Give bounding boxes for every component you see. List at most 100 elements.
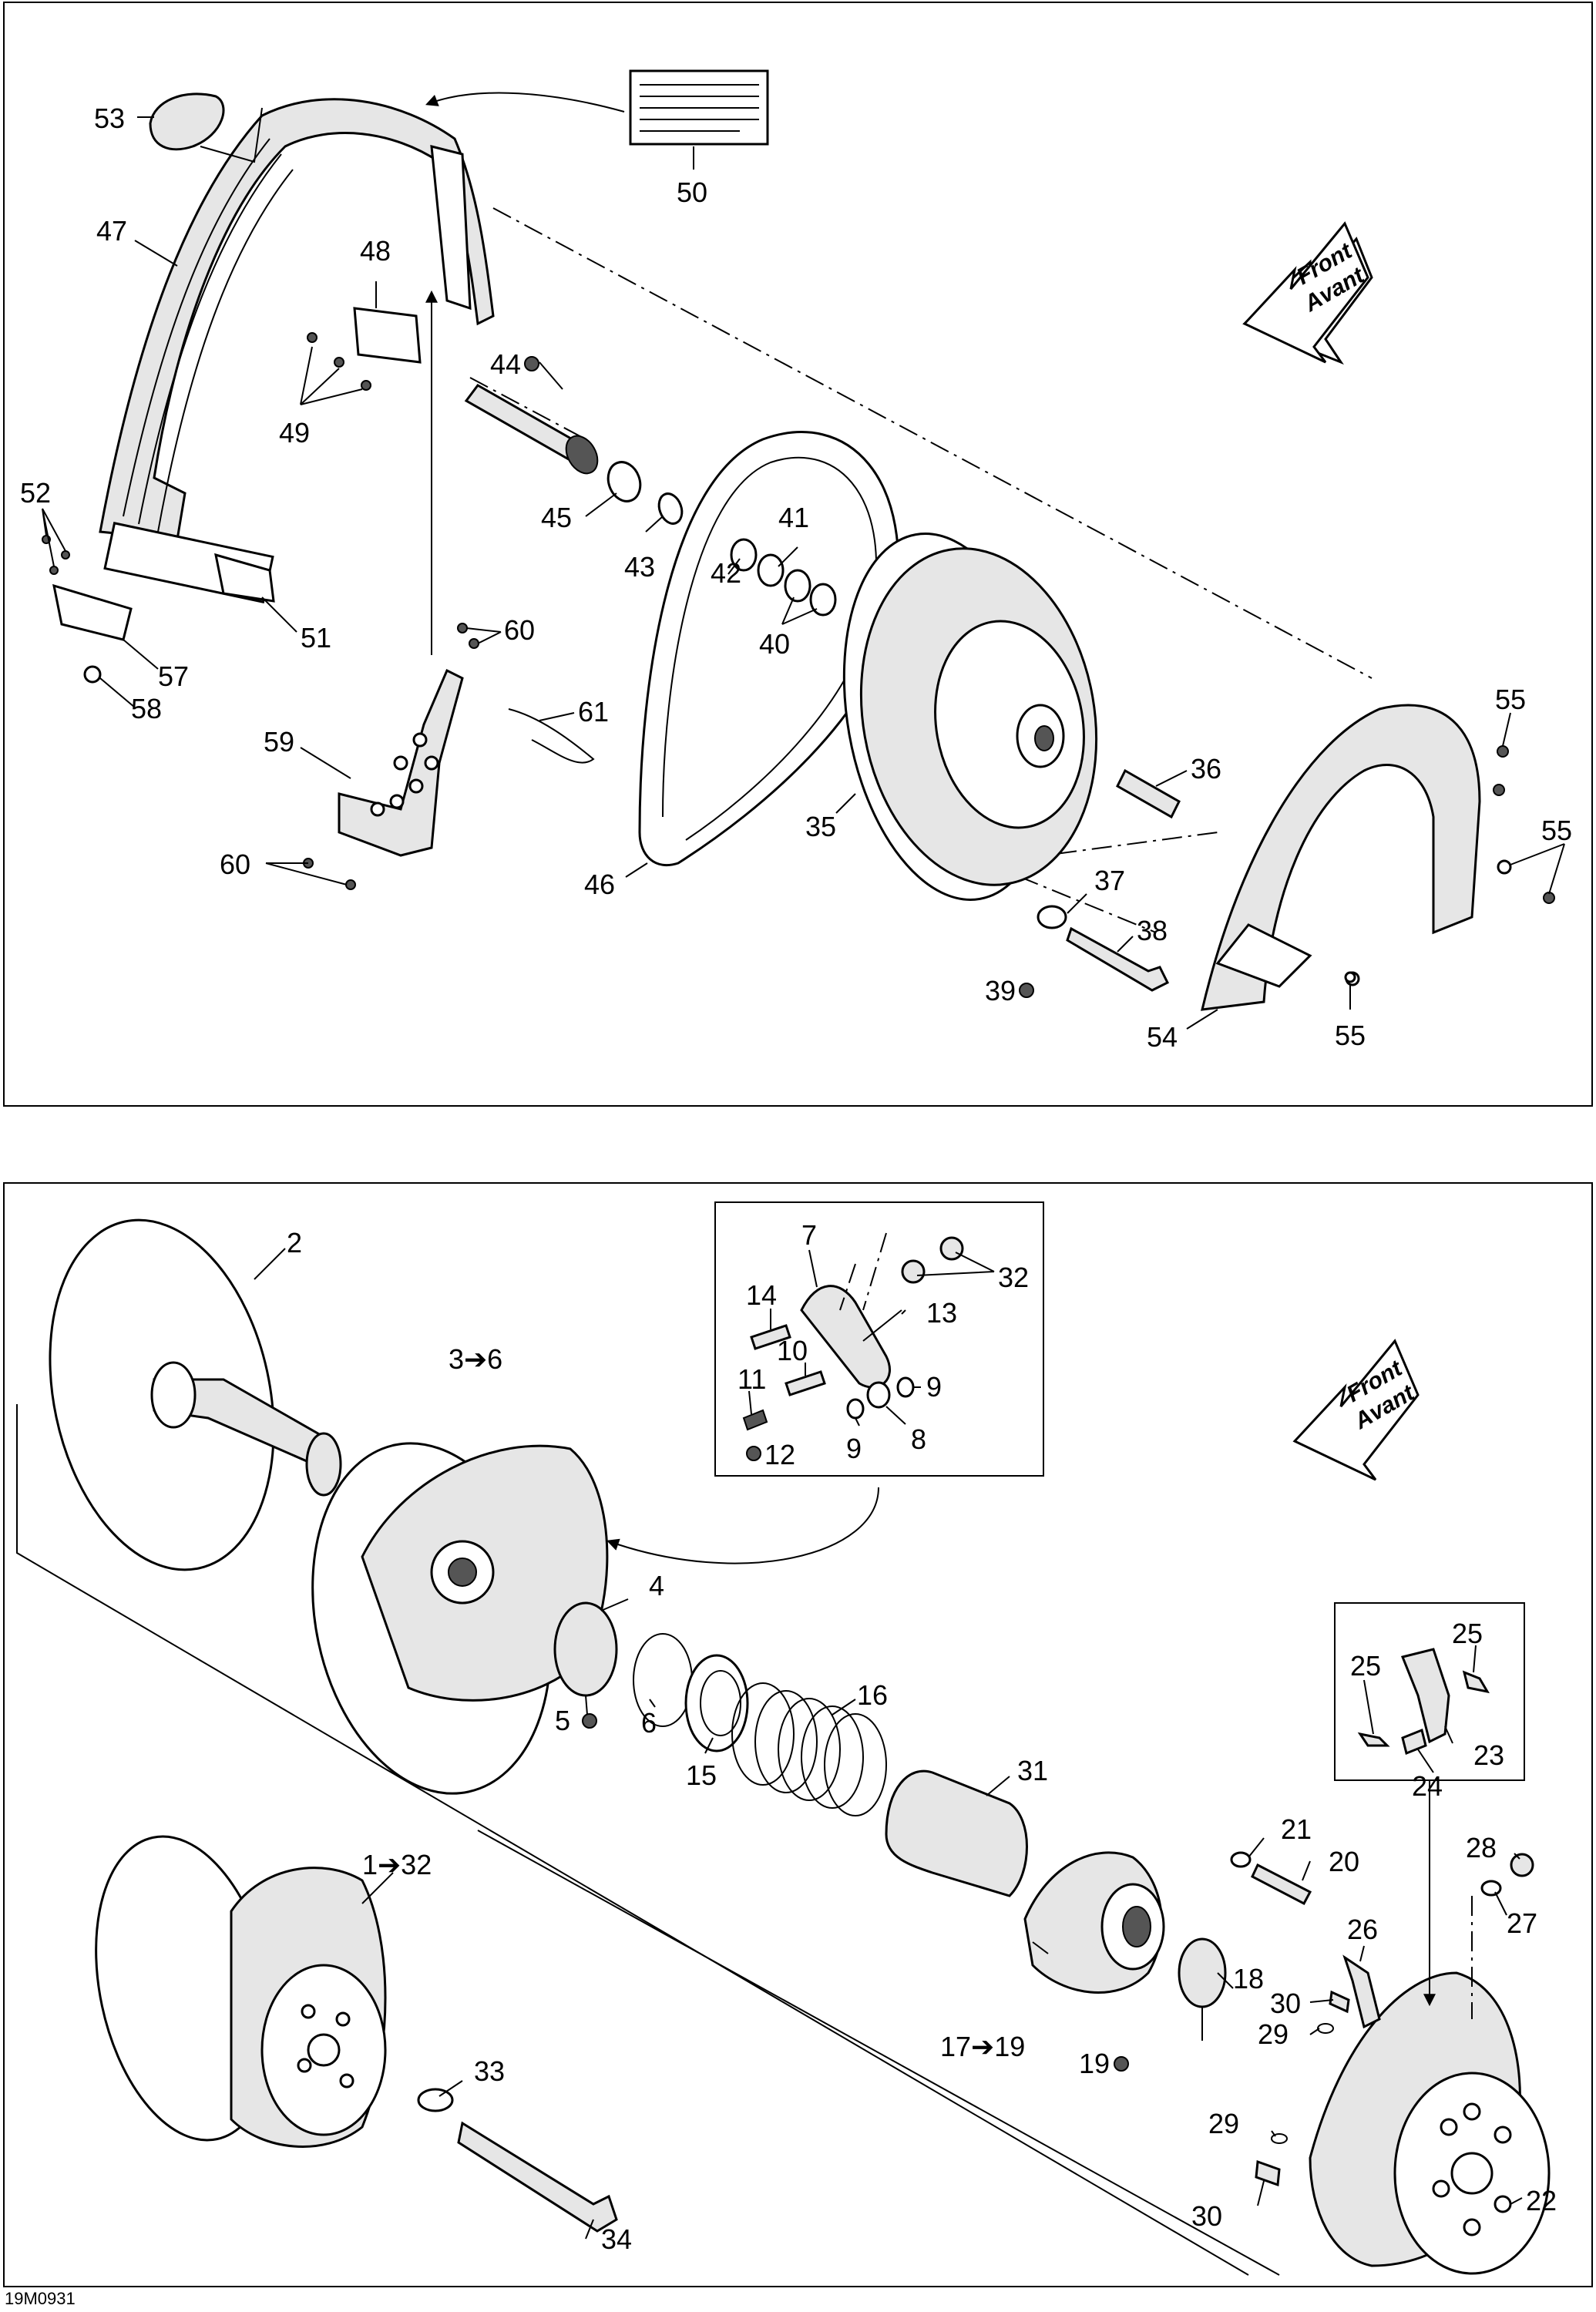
screw-part-25a — [1357, 1732, 1390, 1747]
callout-21: 21 — [1281, 1813, 1312, 1845]
roller-part-30b — [1255, 2159, 1281, 2187]
plate-part-48 — [353, 307, 422, 364]
pin-part-14 — [750, 1324, 791, 1350]
nut-part-32b — [901, 1259, 926, 1284]
lubricant-drop-icon-39 — [1019, 983, 1034, 998]
callout-58: 58 — [131, 693, 162, 724]
nut-part-49c — [361, 380, 371, 391]
callout-27: 27 — [1507, 1907, 1537, 1939]
callout-55-b: 55 — [1541, 815, 1572, 846]
callout-54: 54 — [1147, 1021, 1178, 1053]
callout-35: 35 — [805, 811, 836, 842]
seal-part-45 — [606, 461, 642, 502]
callout-49: 49 — [279, 417, 310, 449]
cam-part-17-19 — [1023, 1851, 1165, 1994]
screw-part-25b — [1462, 1670, 1490, 1694]
callout-14: 14 — [746, 1279, 777, 1311]
screw-part-60b — [469, 638, 479, 649]
driven-pulley-part-35 — [842, 533, 1098, 901]
callout-25-right: 25 — [1452, 1618, 1483, 1649]
callout-42: 42 — [711, 557, 741, 589]
callout-26: 26 — [1347, 1914, 1378, 1945]
bolt-part-26 — [1342, 1954, 1381, 2029]
bushing-part-18 — [1178, 1937, 1227, 2008]
lubricant-drop-icon-44 — [524, 356, 539, 371]
callout-9-left: 9 — [846, 1433, 862, 1464]
callout-61: 61 — [578, 696, 609, 728]
screw-part-60a — [457, 623, 468, 633]
callout-46: 46 — [584, 869, 615, 900]
o-ring-part-43 — [657, 492, 684, 525]
roller-arm-part-7 — [800, 1285, 892, 1389]
callout-53: 53 — [94, 102, 125, 134]
screw-part-55b — [1493, 784, 1505, 796]
washer-part-33 — [417, 2088, 454, 2112]
callout-30-lower: 30 — [1191, 2200, 1222, 2232]
callout-36: 36 — [1191, 753, 1221, 785]
washer-part-27 — [1480, 1880, 1502, 1897]
bracket-part-51 — [214, 553, 275, 603]
callout-40: 40 — [759, 628, 790, 660]
ring-part-40b — [809, 583, 837, 617]
bracket-part-59 — [338, 668, 464, 857]
callout-18: 18 — [1233, 1963, 1264, 1994]
clip-part-61 — [508, 708, 595, 764]
callout-43: 43 — [624, 551, 655, 583]
callout-15: 15 — [686, 1759, 717, 1791]
callout-38: 38 — [1137, 915, 1168, 946]
callout-45: 45 — [541, 502, 572, 533]
fixed-sheave-part-2 — [49, 1218, 342, 1571]
washer-part-29b — [1271, 2133, 1288, 2144]
callout-5: 5 — [555, 1705, 570, 1736]
callout-47: 47 — [96, 215, 127, 247]
washer-part-9b — [846, 1398, 865, 1420]
cover-part-54 — [1201, 704, 1481, 1011]
nut-part-32a — [939, 1236, 964, 1261]
callout-57: 57 — [158, 660, 189, 692]
callout-9-right: 9 — [926, 1371, 942, 1403]
sleeve-part-31 — [885, 1769, 1028, 1897]
bolt-part-36 — [1116, 768, 1181, 819]
pin-part-10 — [785, 1370, 826, 1396]
inset-box-roller-arm — [714, 1201, 1044, 1477]
washer-part-58 — [83, 665, 102, 684]
callout-59: 59 — [264, 726, 294, 758]
screw-part-60d — [345, 879, 356, 890]
bracket-part-57 — [52, 583, 133, 641]
roller-part-8 — [866, 1381, 891, 1409]
callout-55-c: 55 — [1335, 1020, 1366, 1051]
screw-part-55c — [1497, 859, 1512, 875]
callout-19: 19 — [1079, 2048, 1110, 2079]
front-direction-arrow-icon-bottom — [1292, 1339, 1420, 1481]
bottom-panel-drawing: Front Avant — [16, 1201, 1557, 2276]
screw-part-55a — [1497, 745, 1509, 758]
callout-12: 12 — [764, 1439, 795, 1470]
callout-10: 10 — [777, 1335, 808, 1366]
ring-part-41 — [757, 553, 785, 587]
callout-24: 24 — [1412, 1770, 1443, 1802]
cover-part-22 — [1309, 1971, 1551, 2275]
callout-28: 28 — [1466, 1832, 1497, 1863]
complete-pulley-assembly-part-1-32 — [95, 1835, 387, 2148]
bushing-part-4 — [553, 1601, 618, 1697]
callout-17-to-19: 17➔19 — [940, 2031, 1025, 2062]
movable-sheave-part-3-6 — [311, 1442, 609, 1795]
callout-4: 4 — [649, 1570, 664, 1601]
lubricant-drop-icon-12 — [746, 1446, 761, 1461]
callout-23: 23 — [1473, 1739, 1504, 1771]
warning-label-part-50 — [629, 69, 769, 146]
lever-part-23 — [1400, 1648, 1450, 1744]
drawing-code: 19M0931 — [5, 2289, 76, 2308]
top-panel-drawing: Front Avant 53 47 48 49 — [20, 69, 1572, 1053]
callout-32-inset: 32 — [998, 1262, 1029, 1293]
nut-part-28 — [1510, 1853, 1534, 1877]
drive-belt-part-46 — [638, 431, 900, 867]
ring-part-40a — [784, 569, 811, 603]
bushing-part-24 — [1401, 1728, 1427, 1756]
callout-31: 31 — [1017, 1755, 1048, 1786]
lubricant-drop-icon-19 — [1114, 2056, 1129, 2072]
callout-60-bottom: 60 — [220, 849, 250, 880]
callout-2: 2 — [287, 1227, 302, 1258]
callout-16: 16 — [857, 1679, 888, 1711]
